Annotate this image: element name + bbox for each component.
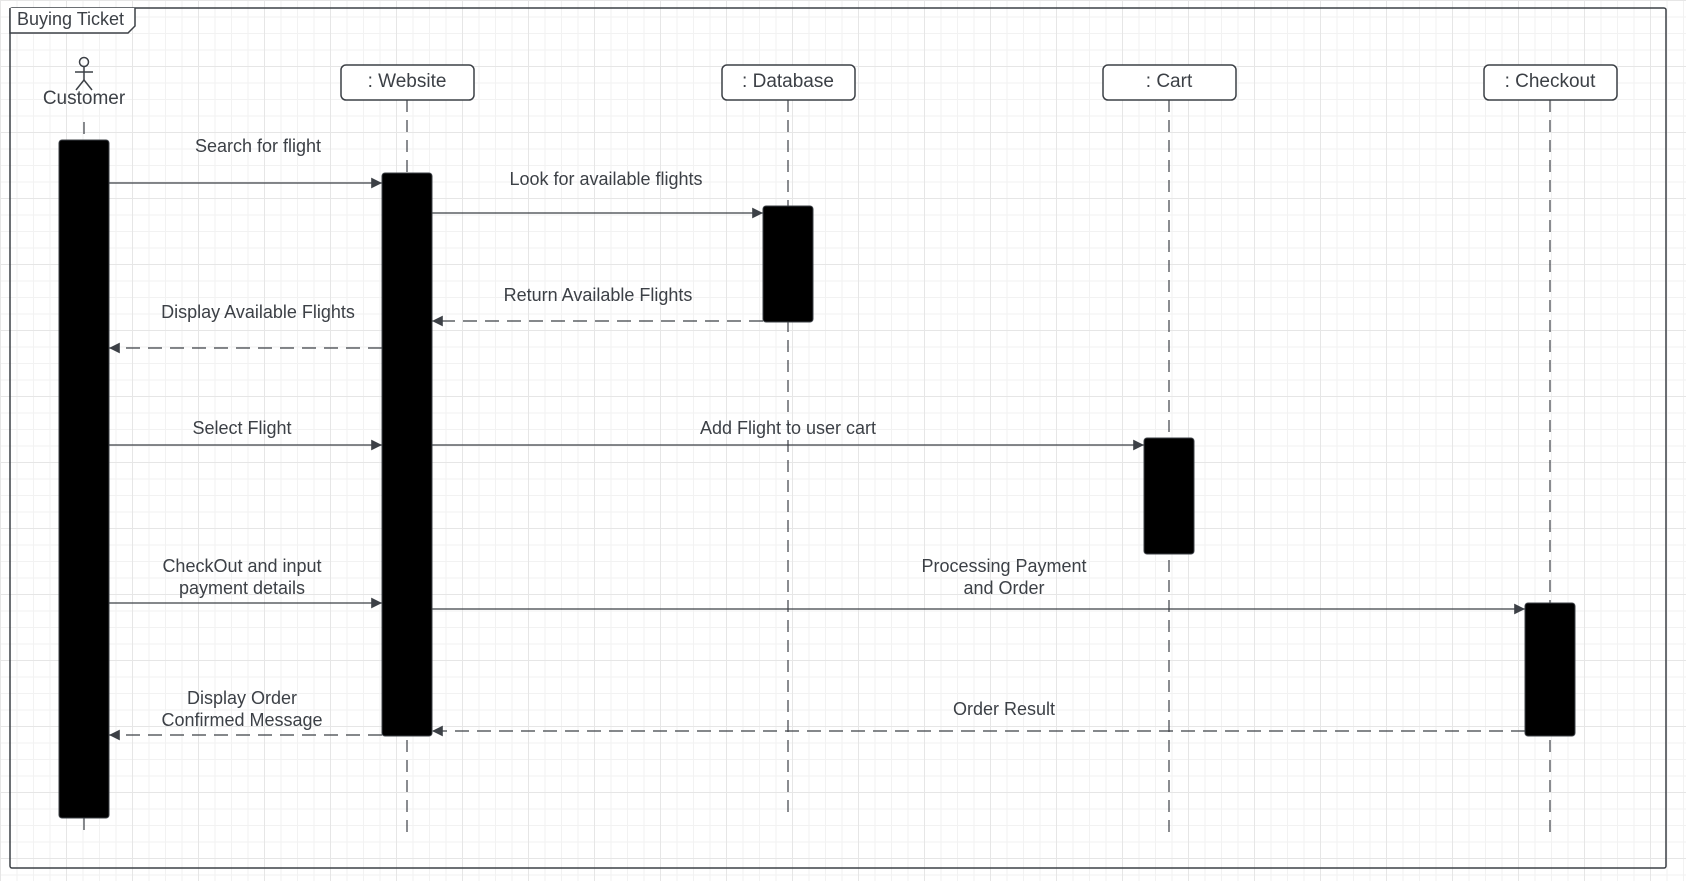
message-label-display-confirmation-line2: Confirmed Message <box>161 710 322 730</box>
message-label-add-to-cart: Add Flight to user cart <box>700 418 876 438</box>
message-label-look-for-flights: Look for available flights <box>509 169 702 189</box>
activation-checkout <box>1524 602 1576 737</box>
message-label-search-for-flight: Search for flight <box>195 136 321 156</box>
frame: Buying Ticket <box>9 7 1667 869</box>
message-label-display-flights: Display Available Flights <box>161 302 355 322</box>
lifeline-label-database: : Database <box>742 71 834 92</box>
lifeline-label-cart: : Cart <box>1146 71 1193 92</box>
message-label-processing-line1: Processing Payment <box>921 556 1086 576</box>
actor-customer: Customer <box>43 56 126 109</box>
message-label-order-result: Order Result <box>953 699 1055 719</box>
message-label-select-flight: Select Flight <box>192 418 291 438</box>
message-label-processing-line2: and Order <box>963 578 1044 598</box>
lifeline-box-website: : Website <box>340 64 475 101</box>
message-labels: Search for flight Look for available fli… <box>161 136 1086 730</box>
lifeline-label-checkout: : Checkout <box>1505 71 1597 92</box>
messages <box>109 177 1525 741</box>
activations <box>58 139 1576 819</box>
message-label-display-confirmation-line1: Display Order <box>187 688 297 708</box>
actor-label-customer: Customer <box>43 88 126 109</box>
lifeline-box-database: : Database <box>721 64 856 101</box>
activation-website <box>381 172 433 737</box>
message-label-checkout-line1: CheckOut and input <box>162 556 321 576</box>
frame-title: Buying Ticket <box>17 9 124 29</box>
lifeline-label-website: : Website <box>368 71 447 92</box>
lifeline-box-cart: : Cart <box>1102 64 1237 101</box>
activation-customer <box>58 139 110 819</box>
activation-database <box>762 205 814 323</box>
message-label-return-flights: Return Available Flights <box>504 285 693 305</box>
lifeline-box-checkout: : Checkout <box>1483 64 1618 101</box>
activation-cart <box>1143 437 1195 555</box>
stick-figure-icon <box>75 56 93 91</box>
message-label-checkout-line2: payment details <box>179 578 305 598</box>
